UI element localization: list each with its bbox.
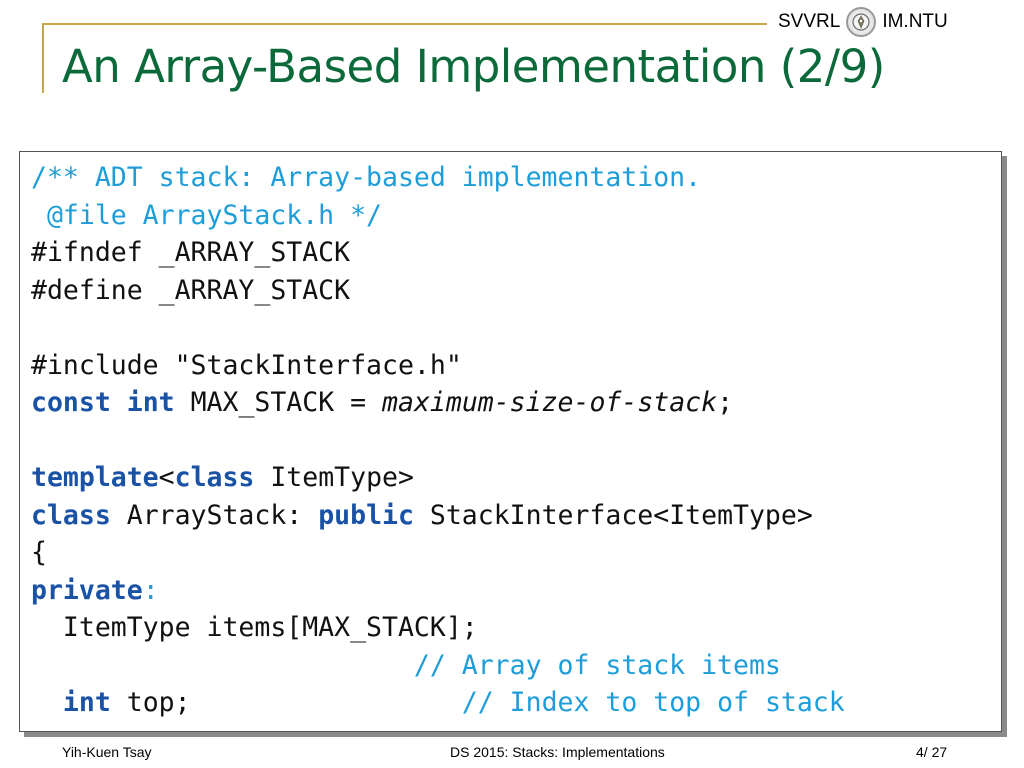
code-line: // Array of stack items [31,647,1001,685]
code-token: : [142,574,159,606]
code-token: // Index to top of stack [461,687,845,718]
code-token: MAX_STACK = [174,387,383,418]
code-line: #include "StackInterface.h" [31,347,1001,385]
code-token: const [31,387,111,418]
code-token: class [31,499,111,531]
code-token [31,687,63,718]
code-token: private [31,574,143,606]
code-line: private: [31,572,1001,610]
dept-name: IM.NTU [882,11,948,32]
code-token: public [318,499,414,531]
code-token [191,687,462,718]
page-separator: / [923,744,928,760]
code-line: template<class ItemType> [31,459,1001,497]
code-token: top; [110,687,191,718]
code-line: #define _ARRAY_STACK [31,272,1001,310]
code-line: const int MAX_STACK = maximum-size-of-st… [31,384,1001,422]
code-line: #ifndef _ARRAY_STACK [31,234,1001,272]
header-side-rule [42,23,44,93]
code-token: class [174,462,255,493]
page-current: 4 [916,744,924,760]
header-rule [42,23,767,25]
code-token: StackInterface<ItemType> [413,499,813,531]
lab-name: SVVRL [778,11,841,32]
slide-title: An Array-Based Implementation (2/9) [62,40,885,93]
code-line: /** ADT stack: Array-based implementatio… [31,159,1001,197]
code-token: #define _ARRAY_STACK [31,274,351,306]
code-token: maximum-size-of-stack [382,387,718,418]
code-token: ArrayStack: [110,499,319,531]
footer-course: DS 2015: Stacks: Implementations [450,744,665,760]
code-token: @file ArrayStack.h */ [31,199,382,231]
header-brand: SVVRL IM.NTU [778,6,948,38]
university-seal-icon [846,7,877,37]
code-line: { [31,534,1001,572]
code-line [31,422,1001,460]
code-line: ItemType items[MAX_STACK]; [31,609,1001,647]
code-line: @file ArrayStack.h */ [31,197,1001,235]
code-token: template [31,462,159,493]
code-token: ItemType> [254,462,414,493]
code-token: int [62,687,111,718]
code-token: { [31,537,47,568]
code-token: #ifndef _ARRAY_STACK [31,237,351,268]
code-token: #include "StackInterface.h" [31,349,462,381]
code-block: /** ADT stack: Array-based implementatio… [19,151,1002,732]
code-token [31,650,414,681]
code-token: int [126,387,175,418]
code-line: int top; // Index to top of stack [31,684,1001,722]
code-token: < [158,462,175,493]
code-token: // Array of stack items [413,649,781,681]
code-token: /** ADT stack: Array-based implementatio… [31,162,702,193]
code-token: ItemType items[MAX_STACK]; [31,612,478,643]
code-line: class ArrayStack: public StackInterface<… [31,497,1001,535]
code-token [111,387,127,418]
footer-author: Yih-Kuen Tsay [62,744,152,760]
page-total: 27 [931,744,948,760]
code-token: ; [717,387,734,418]
footer-page-number: 4/ 27 [916,744,947,760]
code-line [31,309,1001,347]
